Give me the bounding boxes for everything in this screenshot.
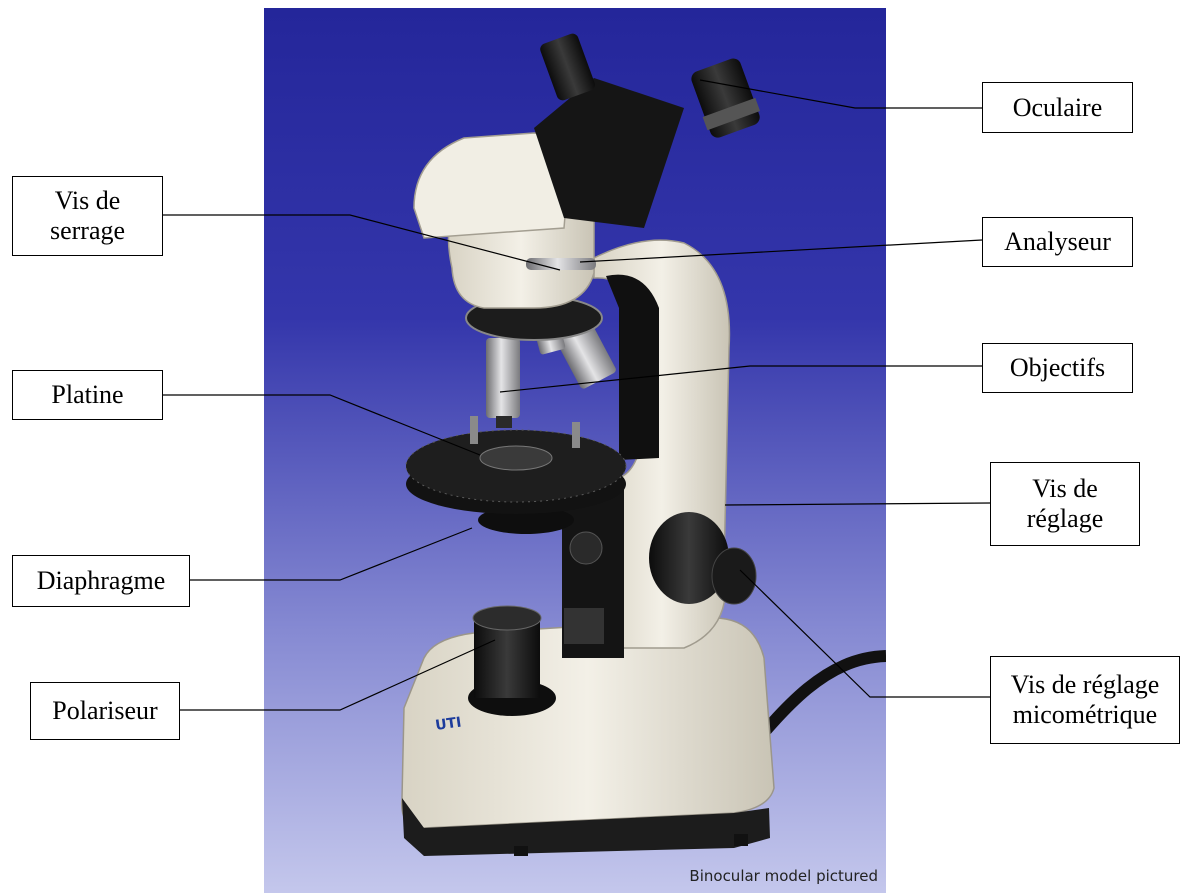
stage-aperture: [480, 446, 552, 470]
fine-focus-knob: [712, 548, 756, 604]
objective-tip: [496, 416, 512, 428]
stage-clip: [470, 416, 478, 444]
label-vis-de-reglage: Vis de réglage: [990, 462, 1140, 546]
photo-caption: Binocular model pictured: [689, 867, 878, 885]
label-vis-de-serrage: Vis de serrage: [12, 176, 163, 256]
polarizer-top: [473, 606, 541, 630]
label-polariseur: Polariseur: [30, 682, 180, 740]
stage-clip: [572, 422, 580, 448]
base-foot: [734, 834, 748, 846]
objective-lens: [486, 338, 520, 418]
label-analyseur: Analyseur: [982, 217, 1133, 267]
rack-knob: [570, 532, 602, 564]
microscope-photo: UTI: [264, 8, 886, 893]
label-vis-de-reglage-micrometrique: Vis de réglage micométrique: [990, 656, 1180, 744]
analyzer-slider: [526, 258, 596, 270]
label-platine: Platine: [12, 370, 163, 420]
label-oculaire: Oculaire: [982, 82, 1133, 133]
rack-plate: [564, 608, 604, 644]
base-foot: [514, 846, 528, 856]
label-objectifs: Objectifs: [982, 343, 1133, 393]
label-diaphragme: Diaphragme: [12, 555, 190, 607]
